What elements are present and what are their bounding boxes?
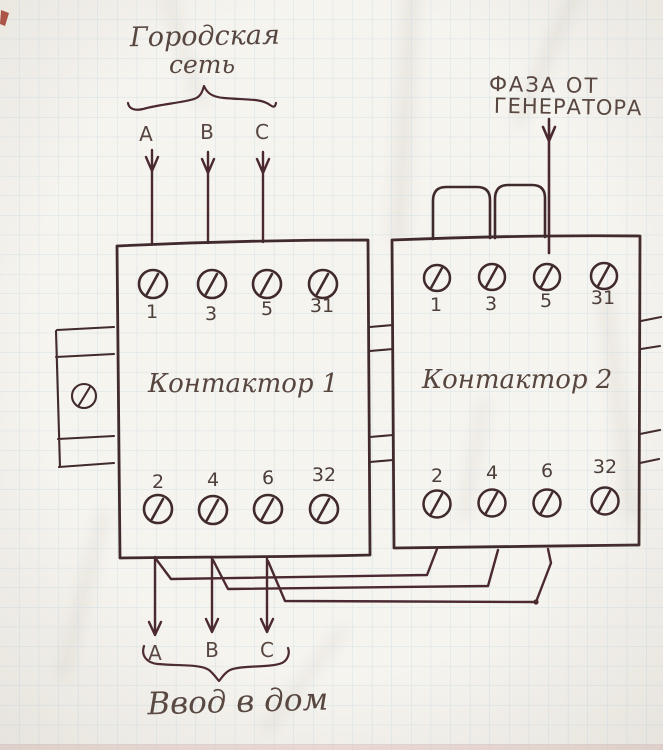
hand-drawn-schematic: Городская сеть A B C ФАЗА ОТ ГЕНЕРАТОРА … bbox=[0, 0, 663, 750]
vignette bbox=[0, 0, 663, 750]
graph-paper-photo: Городская сеть A B C ФАЗА ОТ ГЕНЕРАТОРА … bbox=[0, 0, 663, 750]
